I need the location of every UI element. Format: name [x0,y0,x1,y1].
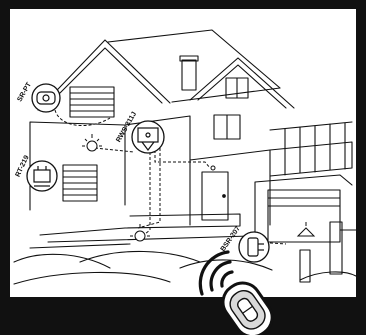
sensor-dot-icon [211,166,215,170]
